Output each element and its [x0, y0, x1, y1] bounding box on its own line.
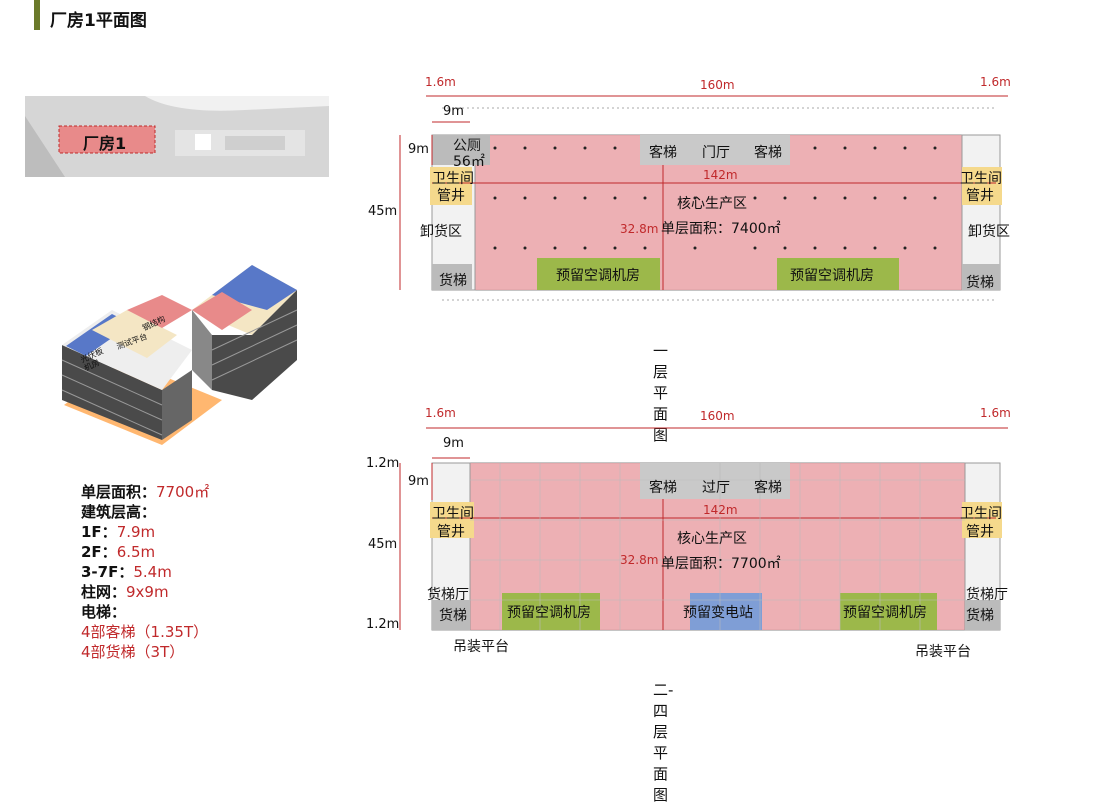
plan2-dim-total: 160m: [700, 409, 735, 423]
plan1-columns: [493, 146, 937, 250]
plan1-freight-right: 货梯: [966, 275, 994, 291]
plan2-dim-9m-top: 9m: [443, 436, 464, 451]
isometric-building: 测试平台 光伏板 机房 钢结构: [52, 240, 302, 455]
plan1-dim-right: 1.6m: [980, 75, 1011, 89]
plan2-hoist-right: 吊装平台: [915, 644, 971, 660]
plan1-wc-right: 卫生间: [960, 171, 1002, 187]
plan2-dim-1-2-bottom: 1.2m: [366, 617, 400, 632]
plan2-dim-1-2-top: 1.2m: [366, 456, 400, 471]
plan1-floor-area: 单层面积：7400㎡: [661, 221, 781, 237]
spec-passenger-lifts: 4部客梯（1.35T）: [81, 623, 209, 641]
plan1-dim-45m: 45m: [368, 204, 398, 219]
plan1-dim-32m: 32.8m: [620, 222, 659, 236]
site-plan-thumbnail: 厂房1: [25, 96, 329, 177]
plan1-wc-left: 卫生间: [432, 171, 474, 187]
plan2-wc-right: 卫生间: [960, 506, 1002, 522]
plan1-caption: 一层平面图: [653, 342, 669, 444]
spec-f1: 1F：7.9m: [81, 523, 156, 541]
plan1-dim-left: 1.6m: [425, 75, 456, 89]
spec-area: 单层面积：7700㎡: [81, 483, 210, 501]
plan2-shaft-right: 管井: [966, 524, 994, 540]
spec-f37: 3-7F：5.4m: [81, 563, 172, 581]
plan1-ac-right: 预留空调机房: [790, 268, 874, 284]
plan2-dim-9m-side: 9m: [408, 474, 429, 489]
plan1-dim-9m-side: 9m: [408, 142, 429, 157]
plan2-freight-right: 货梯: [966, 608, 994, 624]
plan2-hoist-left: 吊装平台: [453, 639, 509, 655]
plan2-dim-left: 1.6m: [425, 406, 456, 420]
plan1-ac-left: 预留空调机房: [556, 268, 640, 284]
plan1-dim-9m-top: 9m: [443, 104, 464, 119]
spec-f2: 2F：6.5m: [81, 543, 156, 561]
plan2-lift-b: 客梯: [754, 480, 782, 496]
site-plan-label: 厂房1: [83, 134, 127, 153]
plan2-caption: 二-四层平面图: [653, 681, 674, 804]
plan2-dim-right: 1.6m: [980, 406, 1011, 420]
plan1-toilet-area: 56㎡: [453, 154, 485, 170]
plan1-freight-left: 货梯: [439, 273, 467, 289]
plan2-wc-left: 卫生间: [432, 506, 474, 522]
plan1-toilet-public: 公厕: [453, 138, 481, 154]
plan2-drawing: [399, 427, 1008, 631]
spec-list: 单层面积：7700㎡ 建筑层高： 1F：7.9m 2F：6.5m 3-7F：5.…: [81, 482, 209, 662]
plan1-lobby: 门厅: [702, 145, 730, 161]
plan2-floor-area: 单层面积：7700㎡: [661, 556, 781, 572]
site-plan-drawing: [25, 96, 329, 177]
plan2-core: 核心生产区: [677, 531, 747, 547]
plan1-lift-b: 客梯: [754, 145, 782, 161]
plan2-ac-right: 预留空调机房: [843, 605, 927, 621]
page-title: 厂房1平面图: [50, 11, 147, 31]
plan2-freight-hall-right: 货梯厅: [966, 587, 1008, 603]
plan2-substation: 预留变电站: [683, 605, 753, 621]
spec-freight-lifts: 4部货梯（3T）: [81, 643, 185, 661]
plan2-dim-45m: 45m: [368, 537, 398, 552]
plan2-dim-142m: 142m: [703, 503, 738, 517]
plan1-drawing: [399, 95, 1008, 301]
spec-grid: 柱网：9x9m: [81, 583, 169, 601]
isometric-drawing: [61, 265, 298, 445]
plan2-lobby: 过厅: [702, 480, 730, 496]
spec-elevators: 电梯：: [81, 603, 127, 621]
plan2-lift-a: 客梯: [649, 480, 677, 496]
plan2-ac-left: 预留空调机房: [507, 605, 591, 621]
plan1-core: 核心生产区: [677, 196, 747, 212]
plan2-grid: [470, 463, 965, 630]
plan1-shaft-right: 管井: [966, 188, 994, 204]
plan1-dim-total: 160m: [700, 78, 735, 92]
plan2-shaft-left: 管井: [437, 524, 465, 540]
plan1-lift-a: 客梯: [649, 145, 677, 161]
plan1-dim-142m: 142m: [703, 168, 738, 182]
plan1-shaft-left: 管井: [437, 188, 465, 204]
plan1-unload-left: 卸货区: [420, 224, 462, 240]
plan2-freight-left: 货梯: [439, 608, 467, 624]
plan1-unload-right: 卸货区: [968, 224, 1010, 240]
title-accent-bar: [34, 0, 40, 30]
plan2-freight-hall-left: 货梯厅: [427, 587, 469, 603]
spec-height: 建筑层高：: [81, 503, 157, 521]
plan2-dim-32m: 32.8m: [620, 553, 659, 567]
